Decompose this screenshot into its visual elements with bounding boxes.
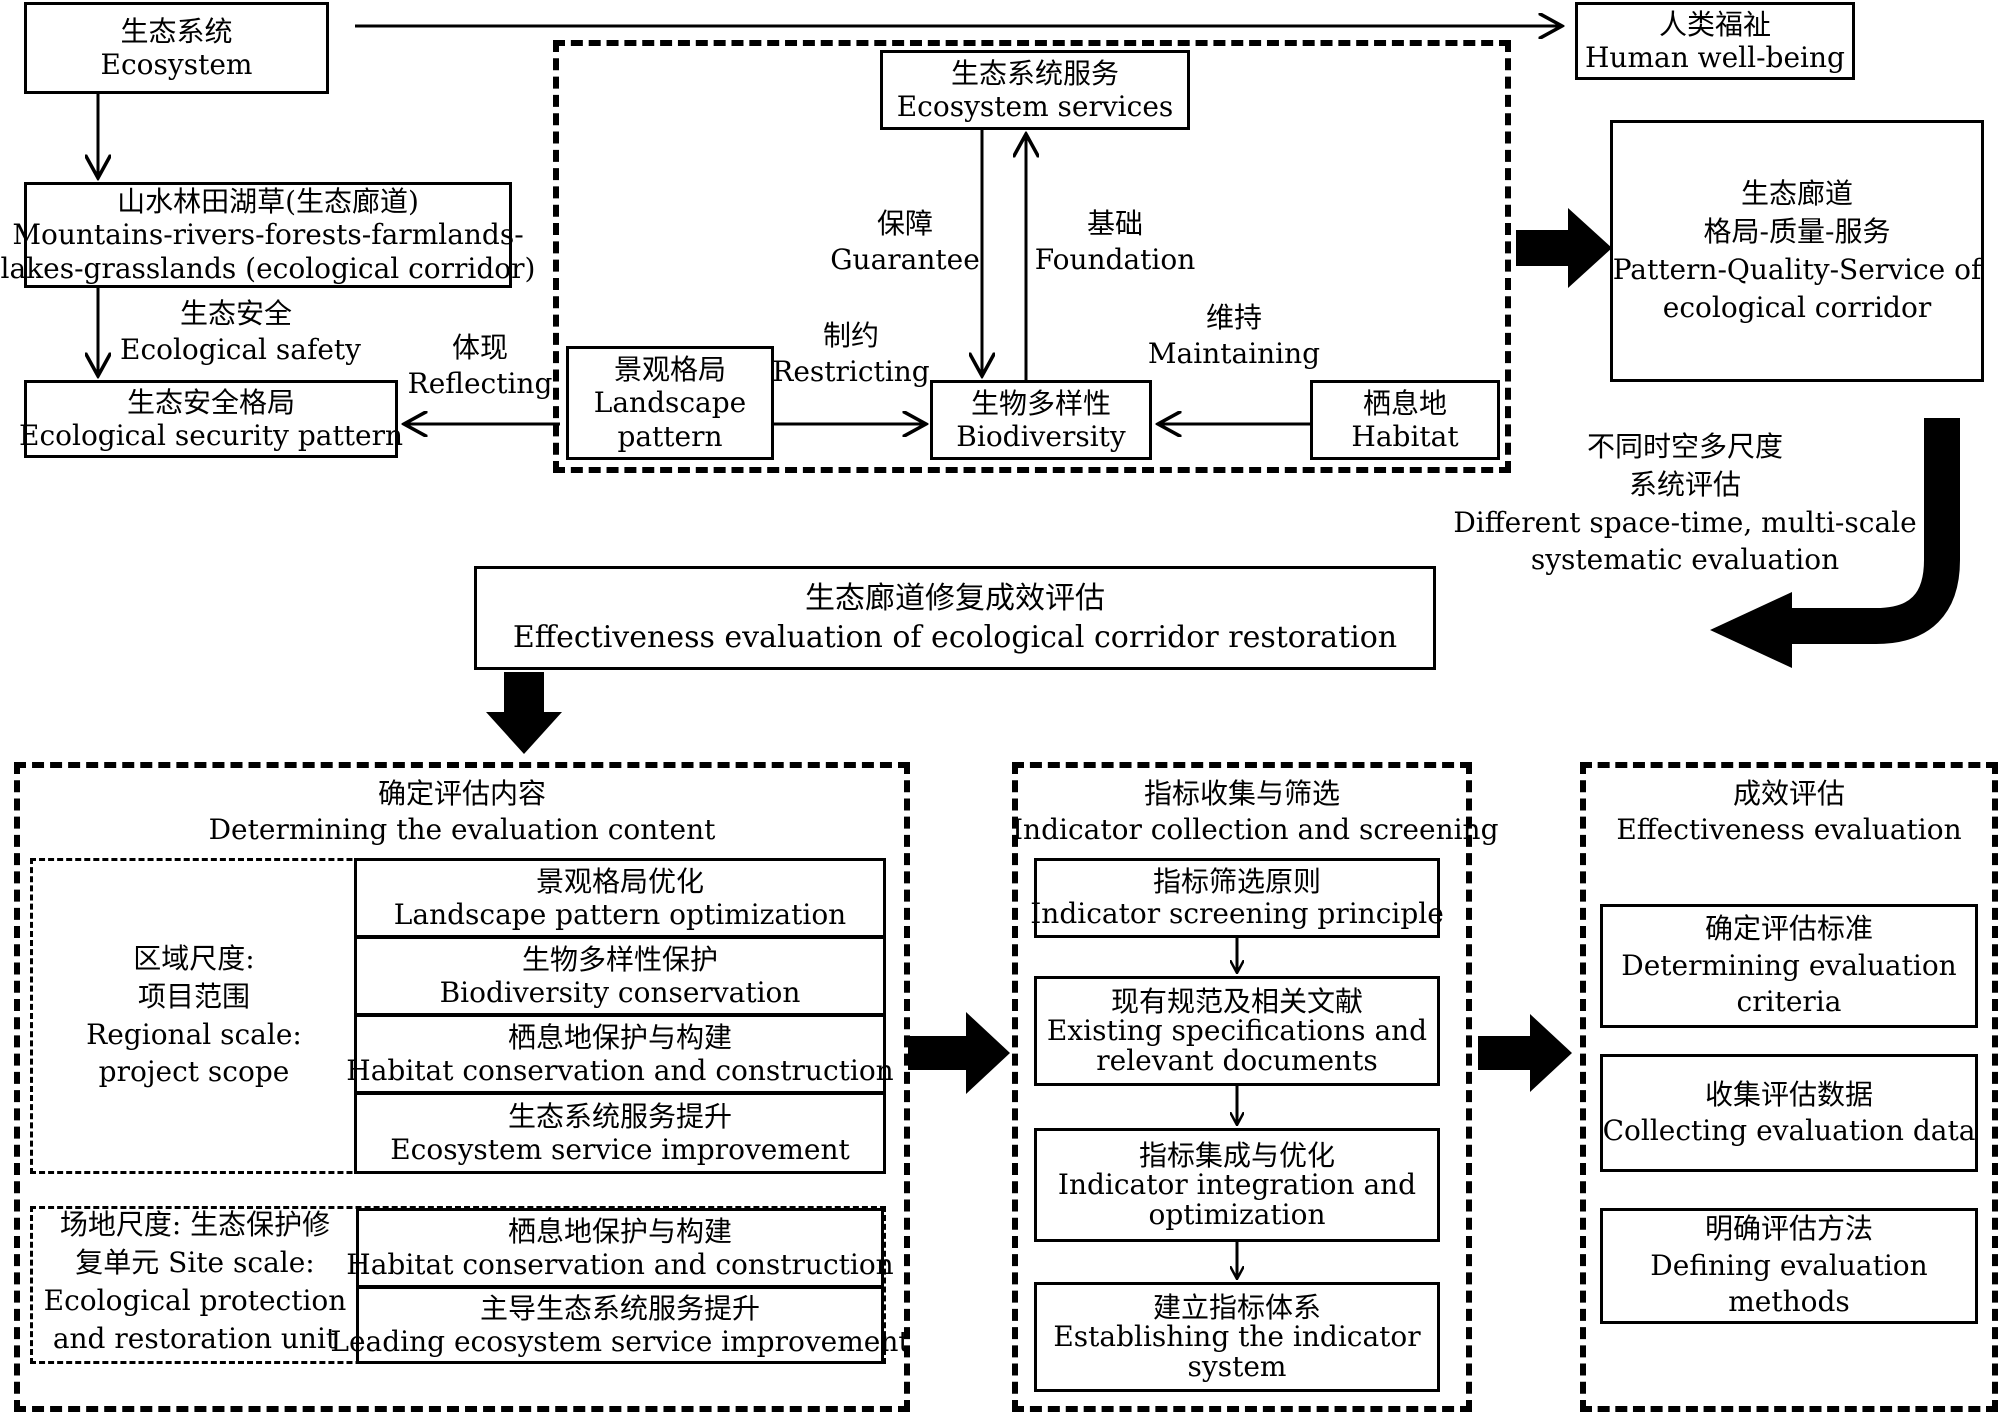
ecological-safety-label: 生态安全 Ecological safety: [120, 297, 361, 367]
panel2-title: 指标收集与筛选 Indicator collection and screeni…: [1012, 777, 1499, 847]
ecosystem-services-box: 生态系统服务 Ecosystem services: [880, 50, 1190, 130]
panel1-title: 确定评估内容 Determining the evaluation conten…: [208, 777, 716, 847]
reflecting-label: 体现 Reflecting: [407, 331, 553, 401]
effectiveness-item-methods: 明确评估方法 Defining evaluation methods: [1600, 1208, 1978, 1324]
landscape-pattern-zh: 景观格局: [613, 353, 726, 387]
biodiversity-box: 生物多样性 Biodiversity: [930, 380, 1152, 460]
site-item-habitat: 栖息地保护与构建 Habitat conservation and constr…: [346, 1208, 894, 1288]
landscape-pattern-en1: Landscape: [593, 386, 747, 420]
site-scale-label: 场地尺度: 生态保护修 复单元 Site scale: Ecological p…: [43, 1208, 347, 1356]
ecosystem-services-zh: 生态系统服务: [950, 56, 1119, 90]
security-pattern-zh: 生态安全格局: [126, 385, 295, 419]
biodiversity-zh: 生物多样性: [970, 386, 1111, 420]
pqs-zh2: 格局-质量-服务: [1703, 215, 1891, 249]
thick-arrow-panel2-to-panel3: [1478, 1014, 1572, 1092]
effectiveness-item-criteria: 确定评估标准 Determining evaluation criteria: [1600, 904, 1978, 1028]
ecosystem-en: Ecosystem: [100, 48, 253, 81]
evaluation-box: 生态廊道修复成效评估 Effectiveness evaluation of e…: [474, 566, 1436, 670]
habitat-box: 栖息地 Habitat: [1310, 380, 1500, 460]
pqs-en2: ecological corridor: [1662, 290, 1932, 324]
site-item-leading-service: 主导生态系统服务提升 Leading ecosystem service imp…: [330, 1286, 910, 1364]
pqs-box: 生态廊道 格局-质量-服务 Pattern-Quality-Service of…: [1610, 120, 1984, 382]
thick-arrow-core-to-pqs: [1516, 208, 1612, 288]
regional-item-habitat: 栖息地保护与构建 Habitat conservation and constr…: [346, 1014, 894, 1094]
regional-item-biodiversity: 生物多样性保护 Biodiversity conservation: [354, 936, 886, 1016]
thick-arrow-pqs-head: [1710, 592, 1792, 668]
regional-item-ecosystem-service: 生态系统服务提升 Ecosystem service improvement: [354, 1092, 886, 1174]
effectiveness-item-data: 收集评估数据 Collecting evaluation data: [1600, 1054, 1978, 1172]
restricting-label: 制约 Restricting: [772, 319, 930, 389]
human-wellbeing-box: 人类福祉 Human well-being: [1575, 2, 1855, 80]
landscape-pattern-en2: pattern: [617, 419, 723, 453]
ecosystem-box: 生态系统 Ecosystem: [24, 2, 329, 94]
ecosystem-zh: 生态系统: [120, 14, 233, 48]
ecosystem-services-en: Ecosystem services: [896, 90, 1174, 123]
core-dashed-frame: [553, 40, 1511, 473]
indicator-item-specifications: 现有规范及相关文献 Existing specifications and re…: [1034, 976, 1440, 1086]
mountains-box: 山水林田湖草(生态廊道) Mountains-rivers-forests-fa…: [1, 182, 535, 288]
foundation-label: 基础 Foundation: [1034, 207, 1196, 277]
regional-item-landscape: 景观格局优化 Landscape pattern optimization: [354, 858, 886, 938]
indicator-item-system: 建立指标体系 Establishing the indicator system: [1034, 1282, 1440, 1392]
mountains-zh: 山水林田湖草(生态廊道): [117, 185, 419, 219]
human-wellbeing-en: Human well-being: [1585, 41, 1845, 74]
pqs-zh1: 生态廊道: [1740, 177, 1853, 211]
habitat-zh: 栖息地: [1362, 386, 1447, 420]
thick-arrow-panel1-to-panel2: [908, 1012, 1010, 1094]
evaluation-zh: 生态廊道修复成效评估: [805, 581, 1105, 616]
thick-arrow-eval-to-panel1: [486, 672, 562, 754]
multiscale-label: 不同时空多尺度 系统评估 Different space-time, multi…: [1453, 430, 1917, 577]
pqs-en1: Pattern-Quality-Service of: [1612, 253, 1982, 286]
mountains-en2: lakes-grasslands (ecological corridor): [0, 251, 536, 285]
security-pattern-box: 生态安全格局 Ecological security pattern: [19, 380, 403, 458]
human-wellbeing-zh: 人类福祉: [1658, 7, 1771, 41]
indicator-item-integration: 指标集成与优化 Indicator integration and optimi…: [1034, 1128, 1440, 1242]
panel3-title: 成效评估 Effectiveness evaluation: [1616, 777, 1962, 847]
landscape-pattern-box: 景观格局 Landscape pattern: [566, 346, 774, 460]
habitat-en: Habitat: [1351, 420, 1459, 453]
regional-scale-label: 区域尺度: 项目范围 Regional scale: project scope: [86, 942, 302, 1089]
security-pattern-en: Ecological security pattern: [19, 419, 403, 452]
indicator-item-principle: 指标筛选原则 Indicator screening principle: [1030, 858, 1444, 938]
evaluation-en: Effectiveness evaluation of ecological c…: [512, 620, 1398, 655]
maintaining-label: 维持 Maintaining: [1147, 301, 1321, 371]
guarantee-label: 保障 Guarantee: [830, 207, 980, 277]
biodiversity-en: Biodiversity: [956, 420, 1126, 453]
mountains-en1: Mountains-rivers-forests-farmlands-: [12, 218, 524, 252]
